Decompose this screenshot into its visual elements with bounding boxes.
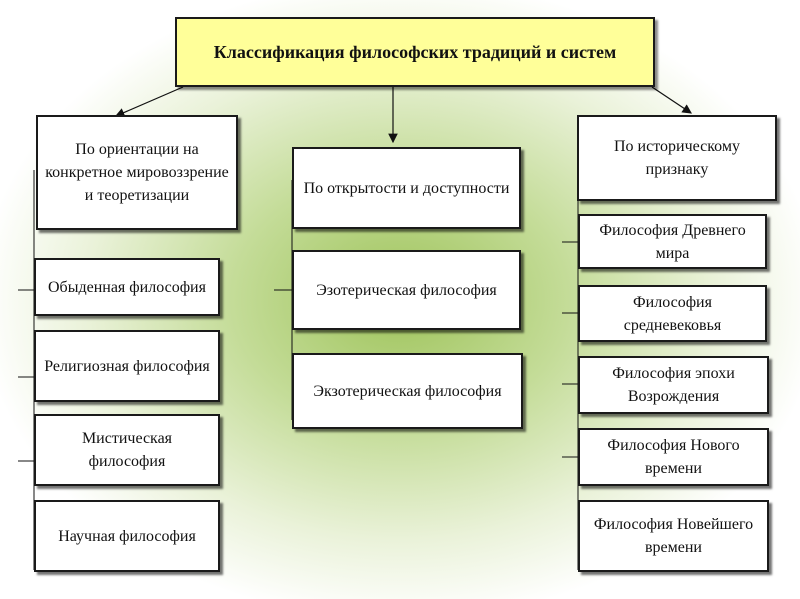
diagram-title: Классификация философских традиций и сис… bbox=[175, 17, 655, 87]
left-item-scientific: Научная философия bbox=[34, 500, 220, 572]
right-item-modern: Философия Нового времени bbox=[578, 428, 769, 486]
right-item-renaissance: Философия эпохи Возрождения bbox=[578, 356, 769, 414]
left-item-mystical: Мистическая философия bbox=[34, 414, 220, 486]
right-item-ancient: Философия Древнего мира bbox=[578, 214, 767, 269]
left-item-religious: Религиозная философия bbox=[34, 330, 220, 402]
right-category-header: По историческому признаку bbox=[577, 115, 777, 201]
left-category-header: По ориентации на конкретное мировоззрени… bbox=[36, 115, 238, 230]
left-item-everyday: Обыденная философия bbox=[34, 258, 220, 316]
center-item-esoteric: Эзотерическая философия bbox=[292, 250, 521, 330]
right-item-contemporary: Философия Новейшего времени bbox=[578, 500, 769, 572]
right-item-medieval: Философия средневековья bbox=[578, 285, 767, 342]
center-item-exoteric: Экзотерическая философия bbox=[292, 353, 523, 429]
center-category-header: По открытости и доступности bbox=[292, 147, 521, 229]
